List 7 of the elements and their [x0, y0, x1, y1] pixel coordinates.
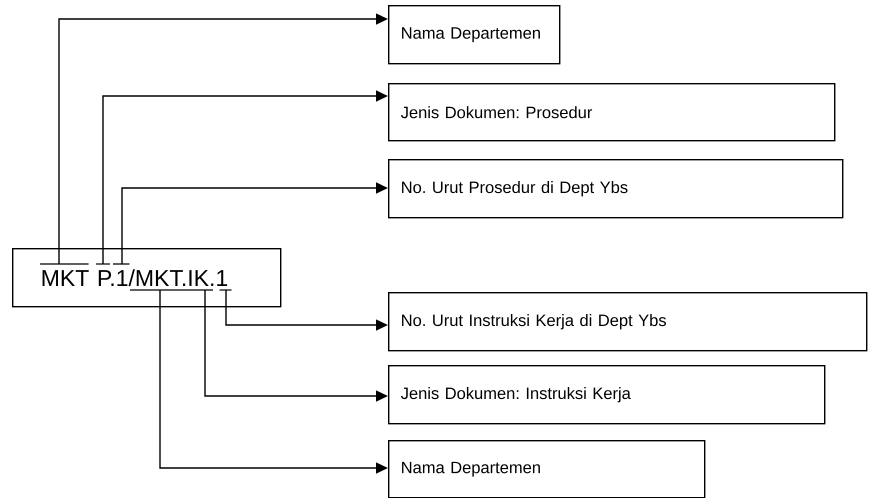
description-box: No. Urut Instruksi Kerja di Dept Ybs	[388, 292, 868, 352]
description-box: Nama Departemen	[388, 5, 560, 64]
code-box: MKT P.1/MKT.IK.1	[12, 248, 282, 308]
description-box: Jenis Dokumen: Prosedur	[388, 83, 836, 142]
description-box: No. Urut Prosedur di Dept Ybs	[388, 159, 844, 218]
description-box: Jenis Dokumen: Instruksi Kerja	[388, 365, 826, 424]
description-box: Nama Departemen	[388, 440, 706, 498]
